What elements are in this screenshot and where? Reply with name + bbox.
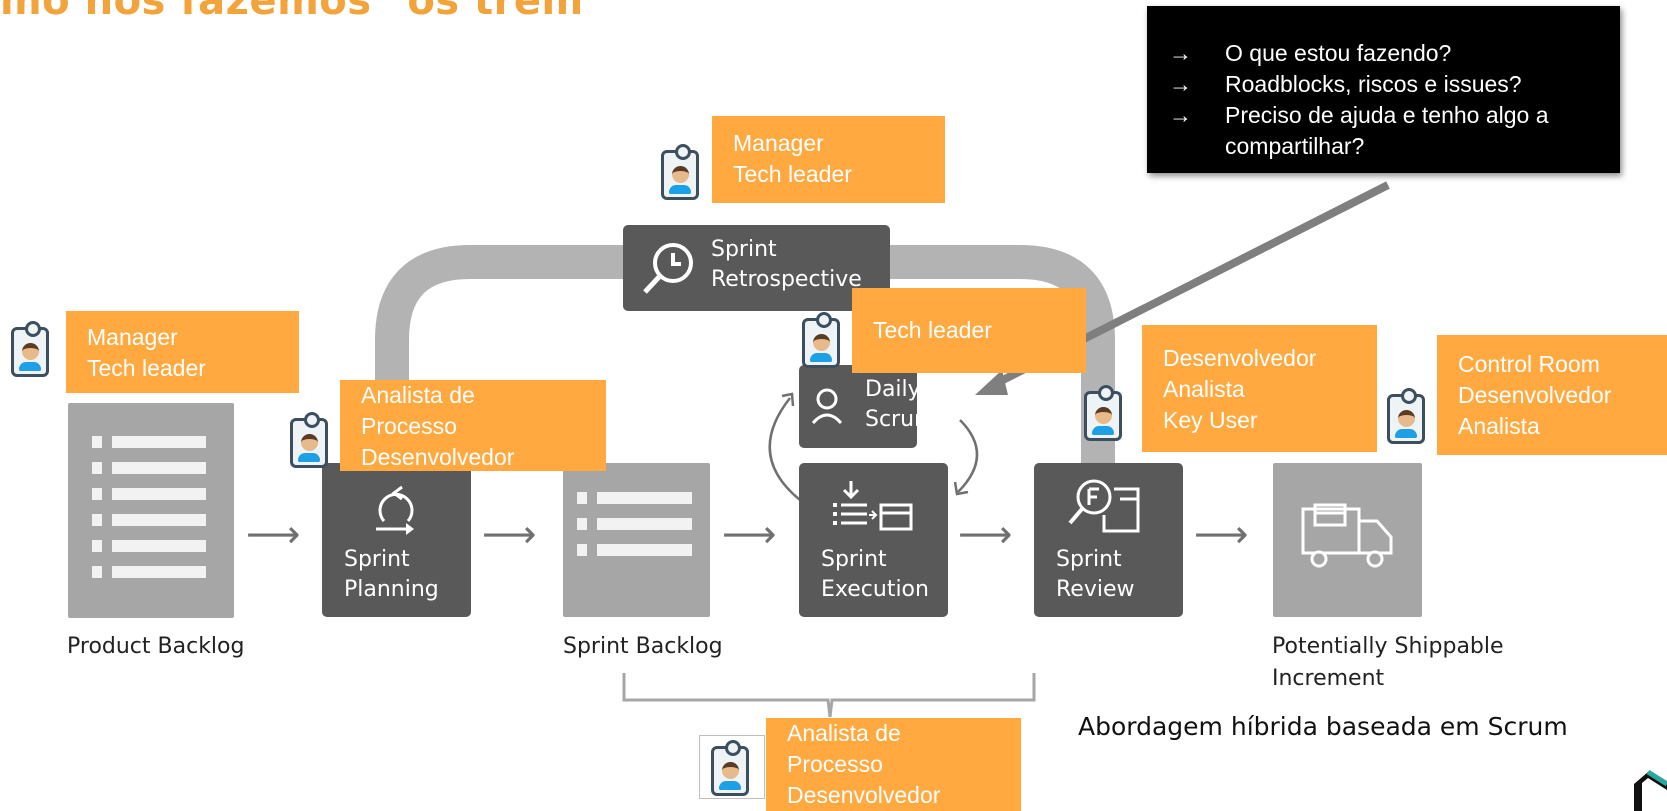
flow-arrow-icon: ⟶ [958, 512, 1013, 556]
note-item: →Preciso de ajuda e tenho algo a compart… [1169, 102, 1549, 159]
page-title: mo nós fazemos "os trem" [0, 0, 606, 24]
role-badge-icon [661, 144, 699, 200]
daily-questions-note: →O que estou fazendo? →Roadblocks, risco… [1147, 6, 1620, 173]
daily-cycle-left [768, 397, 801, 501]
increment-caption-1: Potentially Shippable [1272, 634, 1504, 659]
approach-caption: Abordagem híbrida baseada em Scrum [1078, 712, 1568, 741]
planning-label-1: Sprint [344, 547, 410, 572]
delivery-truck-icon [1301, 503, 1393, 568]
planning-label-2: Planning [344, 577, 439, 602]
review-label-2: Review [1056, 577, 1135, 602]
execution-list-box-icon [833, 481, 913, 531]
planning-cycle-icon [376, 485, 414, 535]
sprint-backlog-caption: Sprint Backlog [563, 634, 723, 659]
increment-box [1273, 463, 1422, 617]
role-badge-icon [290, 412, 328, 468]
review-magnifier-icon [1068, 479, 1140, 533]
sprint-review-box: Sprint Review [1034, 463, 1183, 617]
sprint-bracket [622, 673, 1036, 718]
sprint-planning-box: Sprint Planning [322, 463, 471, 617]
flow-arrow-icon: ⟶ [246, 512, 301, 556]
retrospective-clock-icon [643, 243, 693, 294]
sprint-execution-box: Sprint Execution [799, 463, 948, 617]
execution-label-2: Execution [821, 577, 929, 602]
role-badge-icon [711, 740, 749, 796]
execution-label-1: Sprint [821, 547, 887, 572]
company-logo [1634, 770, 1667, 811]
retrospective-label-2: Retrospective [711, 267, 862, 292]
daily-scrum-box: Daily Scrum [799, 365, 935, 448]
flow-arrow-icon: ⟶ [722, 512, 777, 556]
daily-cycle-right [957, 419, 979, 493]
increment-caption-2: Increment [1272, 666, 1385, 691]
role-badge-icon [1387, 388, 1425, 444]
product-backlog-box [68, 403, 234, 618]
product-backlog-caption: Product Backlog [67, 634, 245, 659]
flow-arrow-icon: ⟶ [482, 512, 537, 556]
role-badge-frame [699, 735, 765, 799]
daily-label-1: Daily [865, 377, 921, 402]
flow-arrow-icon: ⟶ [1194, 512, 1249, 556]
review-label-1: Sprint [1056, 547, 1122, 572]
role-badge-icon [802, 312, 840, 368]
role-badge-icon [11, 321, 49, 377]
daily-label-2: Scrum [865, 407, 936, 432]
note-item: →Roadblocks, riscos e issues? [1169, 71, 1522, 97]
retrospective-label-1: Sprint [711, 237, 777, 262]
note-item: →O que estou fazendo? [1169, 40, 1452, 66]
role-badge-icon [1084, 385, 1122, 441]
sprint-retrospective-box: Sprint Retrospective [623, 225, 890, 311]
sprint-backlog-box [563, 463, 710, 617]
note-pointer-head [975, 370, 1008, 395]
daily-person-cycle-icon [811, 388, 843, 425]
daily-roles: Tech leader [852, 288, 1086, 373]
